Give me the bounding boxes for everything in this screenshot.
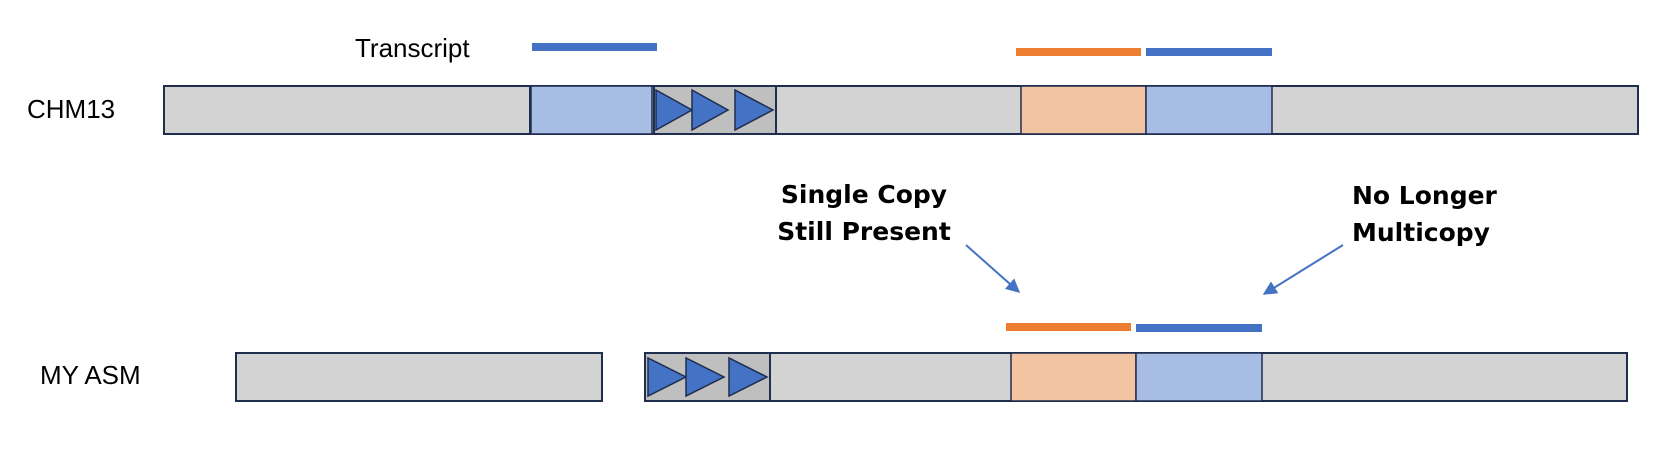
callout-no-longer-line2: Multicopy [1352, 218, 1490, 247]
play-triangle-icon [734, 88, 775, 132]
chm13-blue-region-left [530, 85, 653, 135]
my-asm-track [235, 352, 1628, 402]
callout-single-copy-line2: Still Present [777, 217, 951, 246]
callout-no-longer-line1: No Longer [1352, 181, 1498, 210]
chm13-orange-region [1020, 85, 1147, 135]
arrow-icon [1262, 244, 1344, 295]
arrow-icon [965, 244, 1021, 293]
my-asm-repeat-block [644, 352, 771, 402]
track-label-my-asm: MY ASM [40, 360, 141, 390]
my-asm-orange-region [1010, 352, 1137, 402]
chm13-blue-region-right [1145, 85, 1273, 135]
play-triangle-icon [691, 88, 730, 132]
chm13-orange-transcript [1016, 48, 1141, 56]
my-asm-left-fragment [235, 352, 603, 402]
transcript-legend-label: Transcript [355, 33, 470, 63]
play-triangle-icon [647, 356, 688, 398]
chm13-repeat-block [653, 85, 777, 135]
my-asm-blue-transcript [1136, 324, 1262, 332]
my-asm-blue-region [1135, 352, 1263, 402]
play-triangle-icon [685, 356, 726, 398]
play-triangle-icon [655, 88, 694, 132]
track-label-chm13: CHM13 [27, 94, 115, 124]
chm13-chromosome-bar [163, 85, 1639, 135]
chm13-track [163, 85, 1639, 135]
callout-single-copy-line1: Single Copy [781, 180, 947, 209]
chm13-blue-transcript [1146, 48, 1272, 56]
my-asm-orange-transcript [1006, 323, 1131, 331]
play-triangle-icon [728, 356, 769, 398]
transcript-legend-line [532, 43, 657, 51]
